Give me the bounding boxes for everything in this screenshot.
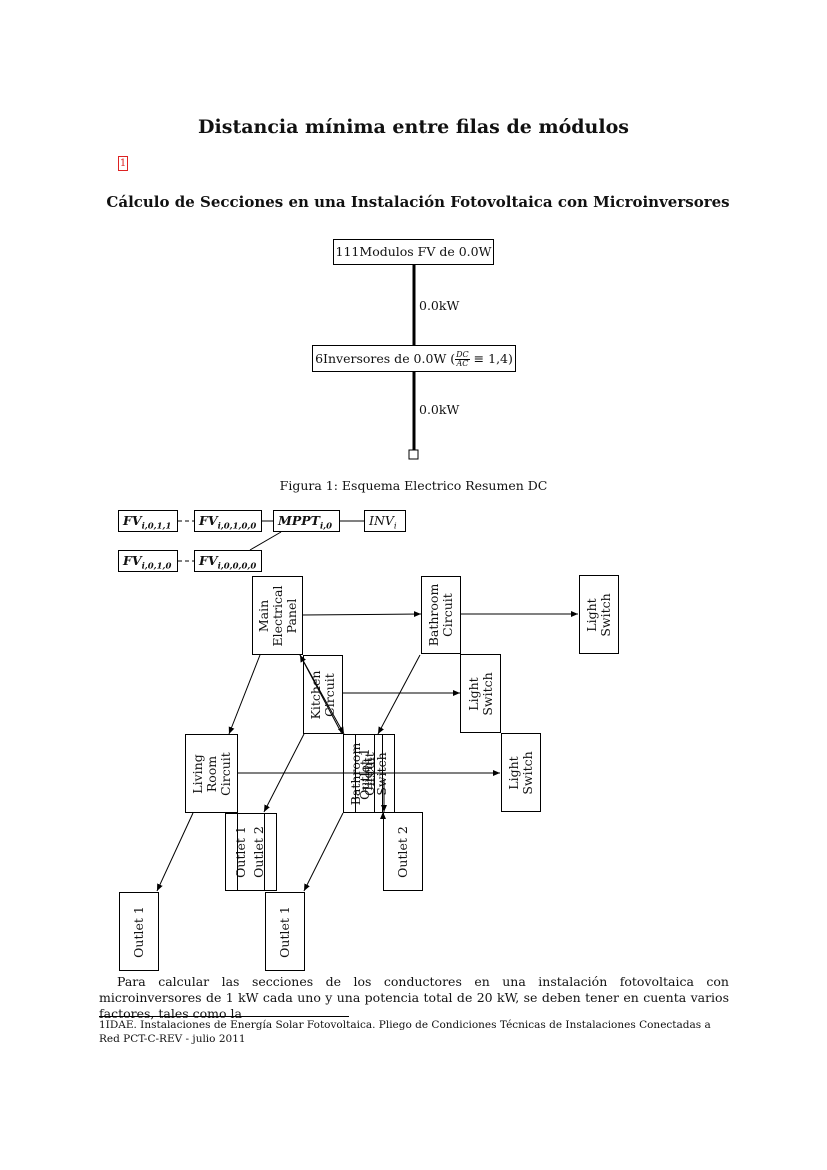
figure-caption: Figura 1: Esquema Electrico Resumen DC (279, 478, 548, 493)
outlet-node-left: Outlet 1 (119, 892, 159, 971)
light-switch-node-1: Light Switch (579, 575, 619, 654)
pv-modules-box: 111Modulos FV de 0.0W (333, 239, 494, 265)
body-paragraph: Para calcular las secciones de los condu… (99, 974, 729, 1021)
light-switch-node-3: Light Switch (501, 733, 541, 812)
main-panel-node: Main Electrical Panel (252, 576, 303, 655)
fv-string-box-3: FVi,0,1,0 (118, 550, 178, 572)
outlet-node-bottom: Outlet 1 (265, 892, 305, 971)
fv-string-box-4: FVi,0,0,0,0 (194, 550, 262, 572)
section-heading: Cálculo de Secciones en una Instalación … (106, 193, 730, 211)
outlet-node-right: Outlet 2 (383, 812, 423, 891)
fv-string-box-2: FVi,0,1,0,0 (194, 510, 262, 532)
light-switch-node-2: Light Switch (460, 654, 501, 733)
kitchen-circuit-node: Kitchen Circuit (303, 655, 343, 734)
power-label-dc: 0.0kW (419, 298, 460, 313)
page-title: Distancia mínima entre filas de módulos (198, 116, 629, 138)
footnote-reference-link[interactable]: 1 (118, 156, 128, 171)
living-room-circuit-node: Living Room Circuit (185, 734, 238, 813)
power-label-ac: 0.0kW (419, 402, 460, 417)
footnote-separator (99, 1016, 349, 1017)
mppt-box: MPPTi,0 (273, 510, 340, 532)
light-switch-node-overlap: Light Switch (355, 734, 395, 813)
outlet-node-mid-2: Outlet 2 (237, 813, 277, 891)
fv-string-box-1: FVi,0,1,1 (118, 510, 178, 532)
bathroom-circuit-node: Bathroom Circuit (421, 576, 461, 654)
inverters-label: 6Inversores de 0.0W ( (315, 351, 456, 366)
ratio-value: ≡ 1,4) (473, 351, 513, 366)
footnote-text: 1IDAE. Instalaciones de Energía Solar Fo… (99, 1019, 711, 1045)
inverter-box: INVi (364, 510, 406, 532)
